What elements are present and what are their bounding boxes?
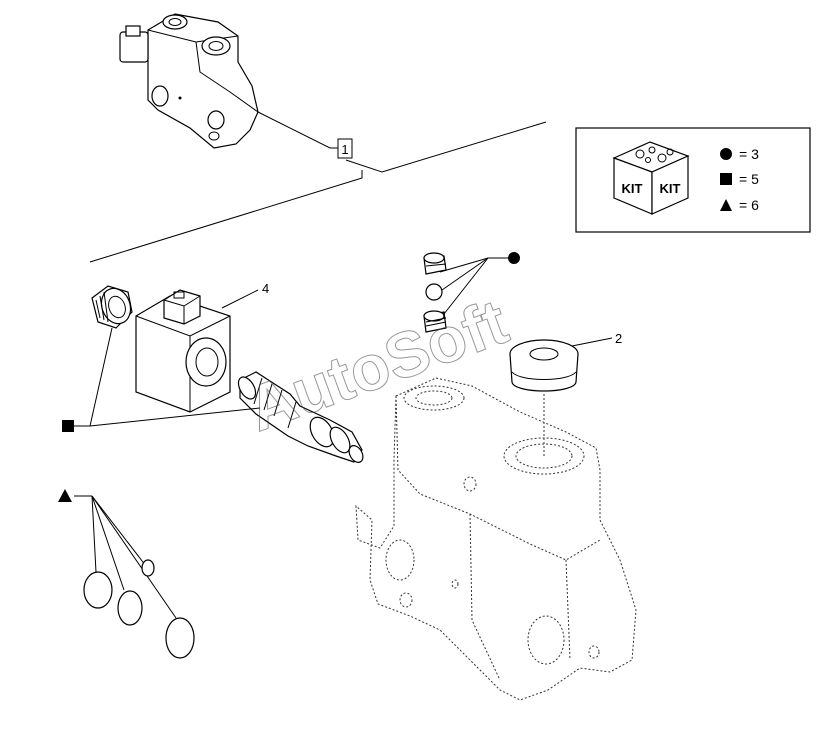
callout-2-label: 2 [615, 331, 622, 346]
circle-kit-marker-icon [508, 252, 520, 264]
knurled-nut [91, 285, 133, 329]
square-kit-leaders [62, 327, 261, 432]
triangle-symbol-icon [720, 199, 732, 211]
kit-legend: KIT KIT = 3 = 5 = 6 [575, 127, 811, 233]
plug-top [423, 252, 447, 275]
triangle-kit [58, 489, 195, 659]
circle-kit-leaders [439, 252, 520, 315]
legend-circle-text: = 3 [739, 146, 759, 162]
o-ring-c [141, 559, 155, 577]
watermark: AutoSoft [238, 285, 516, 445]
valve-body [355, 377, 637, 701]
kit-label-right: KIT [660, 181, 681, 196]
large-plug [509, 339, 579, 392]
legend-square-text: = 5 [739, 171, 759, 187]
callout-4-label: 4 [262, 281, 269, 296]
circle-symbol-icon [720, 148, 732, 160]
legend-triangle-text: = 6 [739, 197, 759, 213]
o-ring-a [83, 571, 113, 609]
o-ring-b [117, 590, 143, 626]
assembly-overview [119, 13, 259, 149]
callout-1: 1 [337, 138, 353, 159]
kit-box-icon: KIT KIT [612, 141, 690, 215]
triangle-kit-marker-icon [58, 489, 72, 502]
solenoid-coil [135, 289, 231, 413]
section-lines [89, 111, 547, 263]
square-kit-marker-icon [62, 420, 74, 432]
cartridge-valve [237, 371, 364, 463]
o-ring-small [425, 283, 443, 301]
plug-bottom [423, 310, 447, 333]
kit-label-left: KIT [622, 181, 643, 196]
square-symbol-icon [720, 173, 732, 185]
o-ring-d [165, 617, 195, 659]
callout-1-label: 1 [341, 142, 348, 157]
